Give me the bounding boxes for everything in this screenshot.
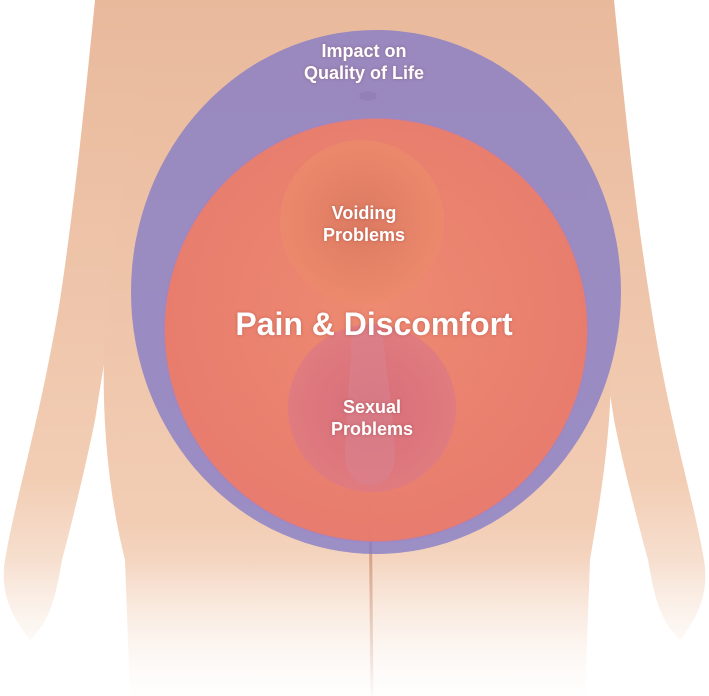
pain-discomfort-label: Pain & Discomfort <box>194 305 554 343</box>
voiding-label-line1: Voiding <box>254 202 474 224</box>
sexual-problems-label: Sexual Problems <box>262 396 482 440</box>
voiding-label-line2: Problems <box>254 224 474 246</box>
impact-label-line2: Quality of Life <box>254 62 474 84</box>
sexual-label-line1: Sexual <box>262 396 482 418</box>
sexual-label-line2: Problems <box>262 418 482 440</box>
impact-on-quality-of-life-label: Impact on Quality of Life <box>254 40 474 84</box>
impact-label-line1: Impact on <box>254 40 474 62</box>
voiding-problems-label: Voiding Problems <box>254 202 474 246</box>
